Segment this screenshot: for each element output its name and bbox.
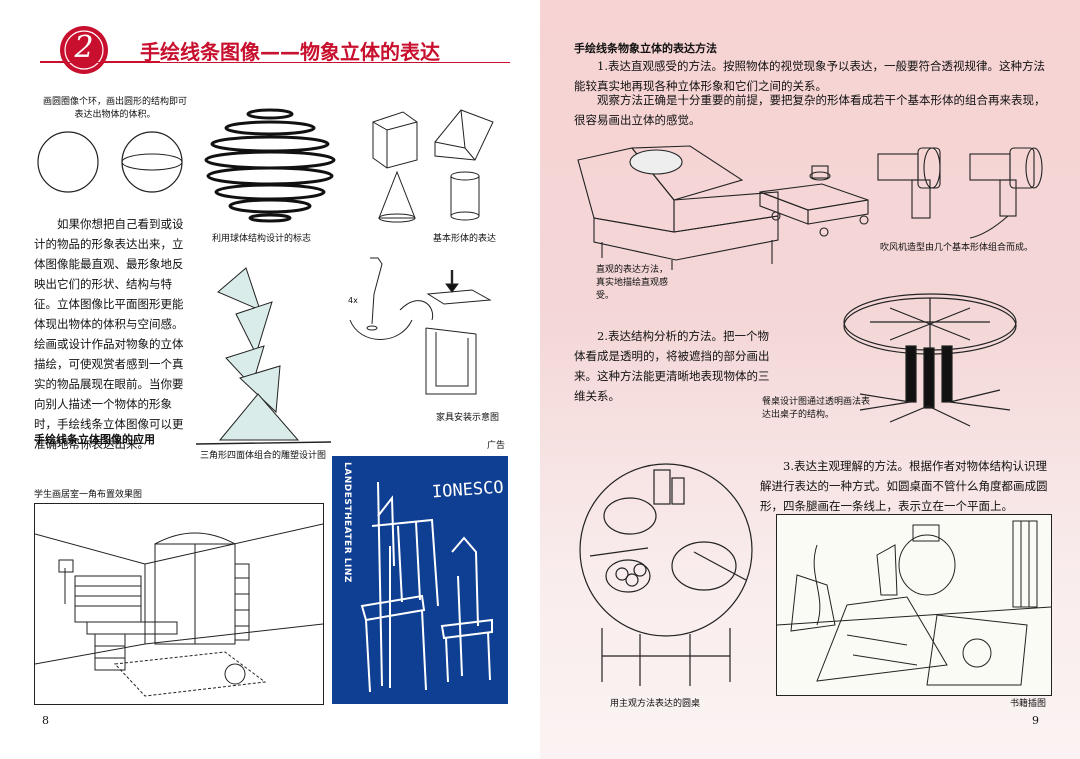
methods-heading: 手绘线条物象立体的表达方法 (574, 42, 717, 55)
assembly-count-label: 4x (348, 296, 358, 305)
caption-room: 学生画居室一角布置效果图 (34, 490, 143, 500)
page-number-left: 8 (42, 714, 49, 727)
poster-image: LANDESTHEATER LINZ IONESCO (332, 456, 508, 704)
intro-paragraph-1: 如果你想把自己看到或设计的物品的形象表达出来，立体图像能最直观、最形象地反映出它… (34, 217, 184, 311)
caption-basic-shapes: 基本形体的表达 (433, 234, 497, 244)
caption-sphere: 利用球体结构设计的标志 (212, 234, 312, 244)
caption-sofa: 直观的表达方法，真实地描绘直观感受。 (596, 265, 669, 301)
caption-hairdryer: 吹风机造型由几个基本形体组合而成。 (880, 243, 1034, 253)
method-1b-paragraph: 观察方法正确是十分重要的前提，要把复杂的形体看成若干个基本形体的组合再来表现，很… (574, 93, 1046, 127)
assembly-diagram (340, 250, 510, 400)
book-illustration (776, 514, 1052, 696)
intro-paragraph-2: 立体图像比平面图形更能体现出物体的体积与空间感。绘画或设计作品对物象的立体描绘，… (34, 297, 184, 451)
glass-table-drawing (830, 286, 1030, 436)
method-1-paragraph: 1.表达直观感受的方法。按照物体的视觉现象予以表达，一般要符合透视规律。这种方法… (574, 59, 1045, 93)
caption-poster: 广告 (487, 441, 506, 451)
right-page: 手绘线条物象立体的表达方法 1.表达直观感受的方法。按照物体的视觉现象予以表达，… (540, 0, 1080, 759)
page-title: 手绘线条图像——物象立体的表达 (140, 40, 440, 64)
poster-vertical-text: LANDESTHEATER LINZ (342, 462, 352, 583)
round-table-drawing (570, 456, 760, 688)
basic-shapes-drawing (365, 102, 515, 232)
circle-sketches (34, 128, 194, 200)
page-number-right: 9 (1032, 714, 1039, 727)
chapter-number: 2 (74, 30, 94, 65)
left-page: 2 手绘线条图像——物象立体的表达 画圆圈像个环，画出圆形的结构即可表达出物体的… (34, 26, 515, 727)
room-illustration (34, 503, 324, 705)
method-3-paragraph: 3.表达主观理解的方法。根据作者对物体结构认识理解进行表达的一种方式。如圆桌面不… (760, 459, 1048, 513)
caption-round-table: 用主观方法表达的圆桌 (610, 699, 701, 709)
sphere-logo-drawing (200, 100, 340, 230)
sofa-drawing (572, 140, 892, 270)
section-heading: 手绘线条立体图像的应用 (34, 433, 155, 446)
title-rule (40, 62, 510, 63)
hairdryer-drawing (872, 140, 1052, 240)
caption-assembly: 家具安装示意图 (436, 413, 500, 423)
caption-book: 书籍插图 (1010, 699, 1047, 709)
method-2-paragraph: 2.表达结构分析的方法。把一个物体看成是透明的，将被遮挡的部分画出来。这种方法能… (574, 329, 770, 403)
sculpture-drawing (196, 262, 331, 452)
caption-circle: 画圆圈像个环，画出圆形的结构即可表达出物体的体积。 (42, 97, 187, 120)
caption-table: 餐桌设计图通过透明画法表达出桌子的结构。 (762, 397, 871, 420)
caption-sculpture: 三角形四面体组合的雕塑设计图 (200, 451, 327, 461)
